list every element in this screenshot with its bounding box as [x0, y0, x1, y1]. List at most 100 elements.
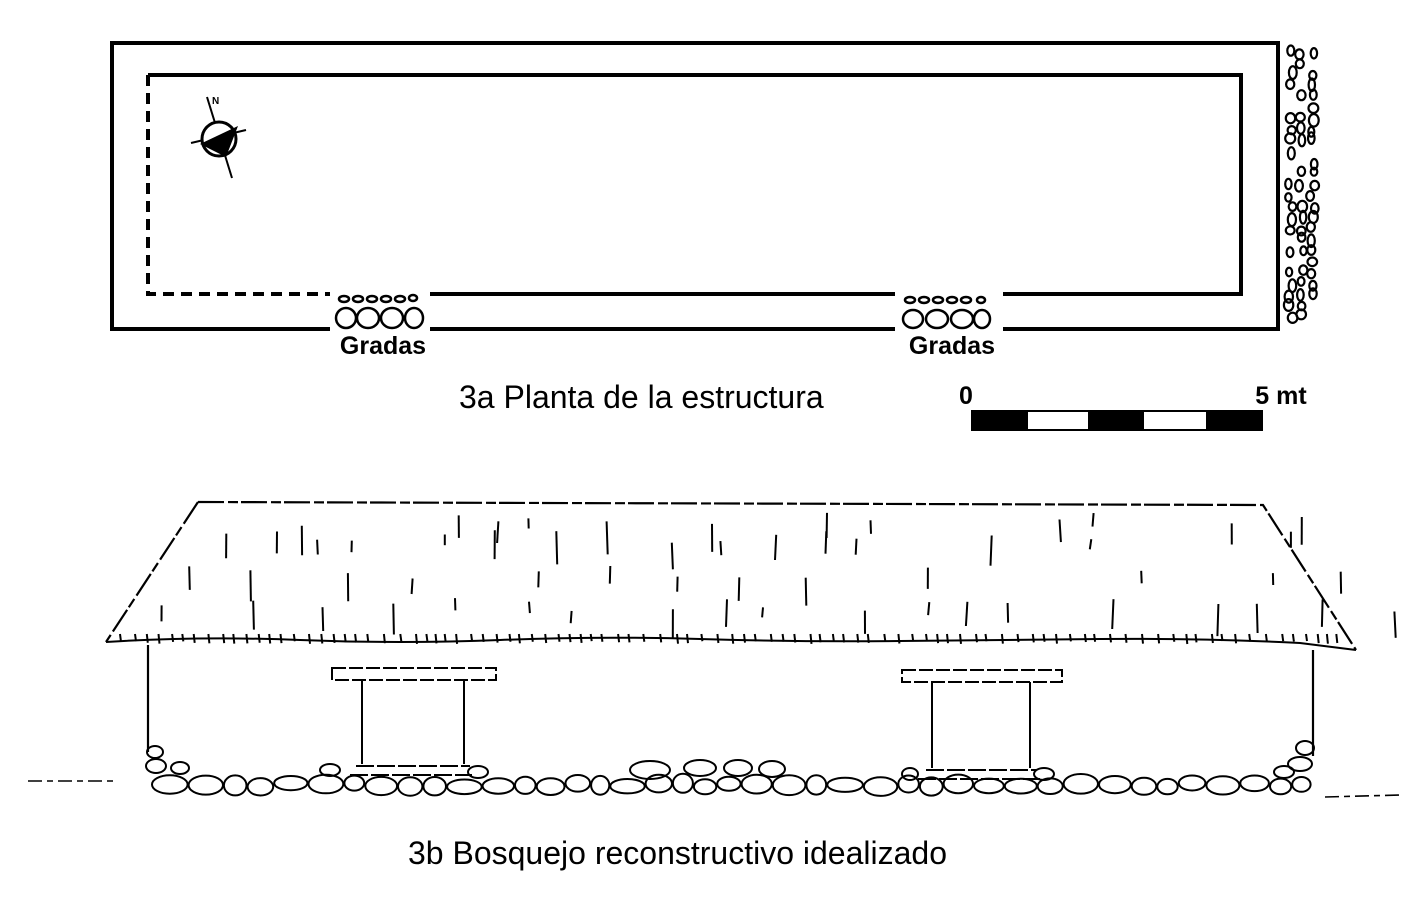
foundation-stone: [1130, 776, 1158, 796]
stairs-left-stones: [334, 293, 425, 330]
rubble-stone: [1293, 178, 1304, 193]
thatch-fringe: [399, 633, 403, 642]
foundation-stone: [1003, 777, 1038, 795]
thatch-fringe: [600, 633, 604, 642]
thatch-fringe: [495, 633, 499, 643]
plan-outer-wall: [110, 41, 1280, 331]
thatch-fringe: [1000, 633, 1004, 644]
foundation-stone: [716, 775, 742, 792]
foundation-stone: [364, 775, 399, 797]
foundation-stone: [862, 776, 899, 797]
thatch-fringe: [425, 633, 429, 642]
foundation-stone: [1239, 774, 1270, 793]
thatch-fringe: [292, 633, 296, 642]
rubble-stone: [1282, 298, 1295, 313]
plan-inner-wall: [148, 73, 1243, 296]
rubble-stone: [1298, 209, 1308, 225]
rubble-stone: [1307, 102, 1320, 115]
thatch-fringe: [1234, 633, 1238, 644]
thatch-fringe: [866, 633, 870, 644]
thatch-stroke: [537, 571, 540, 588]
thatch-fringe: [769, 633, 773, 642]
rubble-stone: [1284, 78, 1296, 91]
thatch-fringe: [716, 633, 720, 644]
rubble-stone: [1296, 89, 1307, 102]
elevation-caption: 3b Bosquejo reconstructivo idealizado: [408, 835, 947, 871]
rubble-stone: [1306, 131, 1316, 146]
thatch-fringe: [1172, 633, 1176, 642]
thatch-stroke: [854, 538, 858, 555]
rubble-stone: [1294, 58, 1305, 70]
roof-thatch-strokes: [119, 512, 1397, 645]
rubble-stone: [1309, 202, 1320, 215]
thatch-fringe: [1281, 633, 1285, 642]
rubble-stone: [1308, 88, 1318, 101]
thatch-fringe: [443, 633, 447, 643]
foundation-stone: [1156, 777, 1179, 796]
rubble-stone: [1284, 111, 1297, 125]
thatch-fringe: [589, 633, 593, 642]
rubble-stone: [1308, 287, 1318, 301]
foundation-stone: [1177, 774, 1207, 792]
thatch-fringe: [181, 633, 185, 642]
thatch-stroke: [316, 539, 319, 555]
foundation-stone: [1273, 765, 1295, 779]
thatch-fringe: [145, 633, 149, 643]
thatch-fringe: [936, 633, 940, 644]
rubble-stone: [1305, 190, 1316, 203]
thatch-fringe: [332, 633, 336, 644]
foundation-stone: [918, 776, 944, 797]
thatch-stroke: [605, 521, 609, 555]
scale-bar: 0 5 mt: [959, 382, 1307, 431]
thatch-fringe: [434, 633, 438, 644]
rubble-stone: [1295, 308, 1308, 321]
thatch-stroke: [989, 535, 993, 566]
foundation-stone: [273, 775, 309, 792]
rubble-stone: [1306, 233, 1316, 249]
foundation-stone: [723, 759, 753, 777]
north-label: N: [212, 96, 219, 107]
east-rubble-stones: [1282, 44, 1321, 324]
foundation-stone: [973, 777, 1005, 795]
foundation-stone: [740, 773, 773, 795]
foundation-stone: [145, 758, 167, 774]
foundation-stone: [942, 773, 974, 795]
thatch-stroke: [392, 603, 395, 635]
thatch-stroke: [927, 602, 931, 616]
thatch-fringe: [207, 633, 211, 644]
thatch-fringe: [119, 633, 122, 642]
thatch-fringe: [308, 633, 311, 644]
rubble-stone: [1308, 279, 1318, 292]
rubble-stone: [1306, 268, 1317, 280]
rubble-stone: [1285, 246, 1295, 259]
rubble-stone: [1284, 266, 1294, 278]
thatch-fringe: [1305, 633, 1308, 642]
thatch-fringe: [232, 633, 236, 644]
thatch-fringe: [1068, 633, 1072, 642]
foundation-stone: [590, 774, 611, 796]
foundation-stone: [609, 778, 646, 795]
thatch-fringe: [1109, 633, 1112, 643]
plan-dashed-wall: [146, 75, 330, 296]
rubble-stone: [1286, 212, 1298, 228]
rubble-stone: [1309, 166, 1319, 177]
thatch-fringe: [911, 633, 915, 642]
thatch-fringe: [686, 633, 689, 644]
foundation-stone: [1291, 776, 1312, 793]
floor-plan: N Gradas Gradas 3a Planta de la estructu…: [110, 41, 1321, 415]
foundation-stone: [564, 774, 592, 793]
thatch-fringe: [617, 633, 621, 643]
thatch-fringe: [1157, 633, 1161, 644]
ground-line-right: [1324, 794, 1401, 798]
thatch-fringe: [856, 633, 860, 643]
thatch-fringe: [1248, 633, 1252, 642]
foundation-stone: [901, 767, 919, 781]
rubble-stone: [1283, 289, 1295, 304]
thatch-fringe: [1031, 633, 1035, 643]
foundation-stone: [535, 777, 566, 796]
north-arrow-icon: N: [190, 96, 247, 179]
thatch-fringe: [517, 633, 521, 644]
foundation-stone: [170, 761, 190, 775]
thatch-fringe: [320, 633, 324, 644]
thatch-fringe: [354, 633, 358, 643]
